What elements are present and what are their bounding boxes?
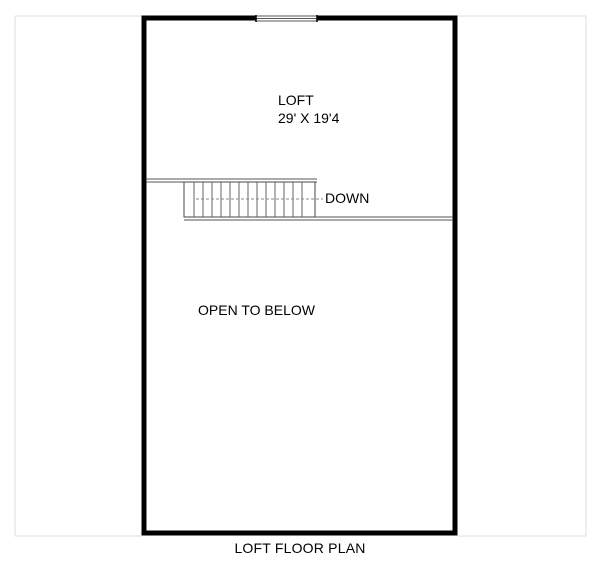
- top-wall-opening: [255, 15, 318, 22]
- staircase: [183, 181, 323, 218]
- open-to-below-label: OPEN TO BELOW: [198, 302, 316, 318]
- side-panels: [14, 15, 587, 537]
- plan-caption: LOFT FLOOR PLAN: [234, 540, 366, 556]
- room-name-label: LOFT: [278, 92, 314, 108]
- room-dimensions-label: 29' X 19'4: [278, 110, 340, 126]
- stair-down-label: DOWN: [325, 190, 369, 206]
- railings: [146, 178, 453, 221]
- stair-outline: [183, 181, 316, 218]
